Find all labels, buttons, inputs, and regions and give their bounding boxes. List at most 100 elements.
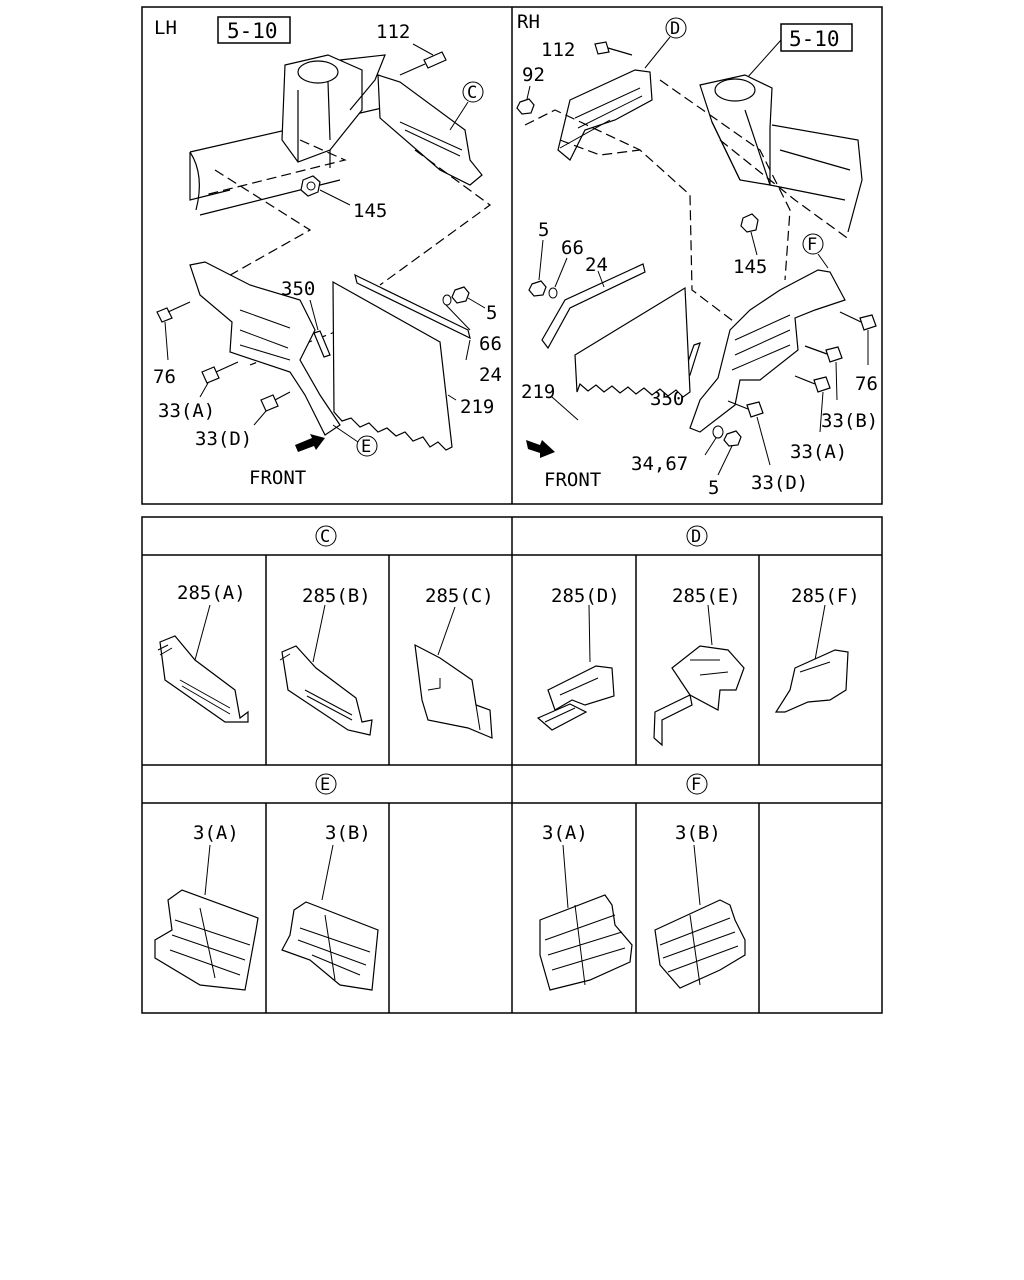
lh-leader-5 xyxy=(467,297,486,309)
lh-callout-145: 145 xyxy=(353,200,387,222)
lh-leader-350 xyxy=(309,299,319,331)
rh-leader-5b xyxy=(717,445,733,476)
lh-tower-ring xyxy=(297,60,339,84)
rh-callout-145: 145 xyxy=(733,256,767,278)
lh-assy-line-3 xyxy=(379,149,492,286)
lh-callout-112: 112 xyxy=(376,21,410,43)
rh-bolt-33a xyxy=(794,375,831,393)
part-285f-label: 285(F) xyxy=(791,585,860,607)
part-285b-label: 285(B) xyxy=(302,585,371,607)
rh-bolt-76 xyxy=(839,311,877,331)
lh-callout-24: 24 xyxy=(479,364,502,386)
lh-leader-c xyxy=(449,101,469,131)
lh-callout-33d: 33(D) xyxy=(195,428,252,450)
rh-callout-33a: 33(A) xyxy=(790,441,847,463)
lh-leader-219 xyxy=(447,394,457,401)
lh-bracket-c xyxy=(377,74,483,186)
lh-front-arrow-icon xyxy=(295,434,325,452)
rh-assy-line-3 xyxy=(719,139,851,241)
lh-bracket-c-slot xyxy=(399,121,463,157)
rh-callout-5a: 5 xyxy=(538,219,549,241)
lh-assy-line-2 xyxy=(204,139,347,196)
lh-circle-e-label: E xyxy=(361,437,371,457)
lh-bolt-33a xyxy=(201,361,239,384)
part-285f-drawing xyxy=(774,604,849,713)
rh-assy-line-2 xyxy=(559,79,791,281)
rh-circle-f xyxy=(802,233,824,255)
lh-leader-33d xyxy=(253,410,267,426)
lh-nut-145 xyxy=(300,175,321,197)
lh-front-label: FRONT xyxy=(249,467,306,489)
detail-d-header: D xyxy=(686,525,708,547)
lh-washer-66 xyxy=(442,294,452,306)
lh-callout-5: 5 xyxy=(486,302,497,324)
lh-bolt-33d xyxy=(260,391,291,412)
part-285c-label: 285(C) xyxy=(425,585,494,607)
lh-leader-e xyxy=(332,424,359,443)
rh-stay-f-ribs xyxy=(731,314,791,371)
detail-c-header: C xyxy=(315,525,337,547)
lh-circle-c-label: C xyxy=(467,83,477,103)
rh-washer-66 xyxy=(548,287,558,299)
lh-stay-e xyxy=(189,261,341,436)
rh-leader-5a xyxy=(538,239,544,281)
lh-bolt-112 xyxy=(399,51,447,76)
part-3a-e-drawing xyxy=(154,844,259,991)
lh-ref-label: 5-10 xyxy=(227,19,278,43)
part-3b-e-drawing xyxy=(281,844,379,991)
lh-leader-112 xyxy=(412,43,434,56)
part-285d-label: 285(D) xyxy=(551,585,620,607)
rh-leader-33b xyxy=(835,361,838,401)
lh-circle-c xyxy=(462,81,484,103)
rh-nut-5-lower xyxy=(723,430,742,447)
lh-assy-line-1 xyxy=(214,169,312,279)
part-285c-drawing xyxy=(414,606,493,739)
detail-f-header-label: F xyxy=(691,775,701,795)
rh-callout-5b: 5 xyxy=(708,477,719,499)
part-285e-drawing xyxy=(653,604,745,747)
part-3b-f-drawing xyxy=(654,844,746,989)
part-285e-label: 285(E) xyxy=(672,585,741,607)
rh-leader-24 xyxy=(597,270,605,288)
rh-tower-edges xyxy=(711,109,771,186)
part-3b-f-label: 3(B) xyxy=(675,822,721,844)
detail-e-header: E xyxy=(315,773,337,795)
part-285d-drawing xyxy=(536,604,615,731)
rh-callout-112: 112 xyxy=(541,39,575,61)
lh-tower-edges xyxy=(297,81,331,162)
rh-tower-ring xyxy=(714,78,756,102)
rh-leader-33a xyxy=(819,391,824,433)
rh-leader-66 xyxy=(554,257,568,288)
rh-callout-33d: 33(D) xyxy=(751,472,808,494)
detail-grid xyxy=(141,516,883,1014)
rh-leader-145 xyxy=(750,231,758,256)
rh-strip-24 xyxy=(541,263,646,350)
rh-panel: RH 5-10 112 D 92 145 xyxy=(516,11,878,499)
rh-leader-3467 xyxy=(704,437,717,456)
lh-nut-5 xyxy=(451,286,470,304)
rh-callout-350: 350 xyxy=(650,388,684,410)
rh-stay-f xyxy=(689,269,846,433)
lh-callout-66: 66 xyxy=(479,333,502,355)
rh-mudflap-219 xyxy=(574,286,691,398)
lh-callout-33a: 33(A) xyxy=(158,400,215,422)
lh-leader-145 xyxy=(319,189,351,206)
rh-circle-d-label: D xyxy=(670,19,680,39)
lh-mudflap-219 xyxy=(332,280,453,451)
lh-strip-24 xyxy=(354,273,471,340)
lh-rail-end xyxy=(189,151,200,211)
detail-e-header-label: E xyxy=(320,775,330,795)
rh-leader-d xyxy=(644,36,671,69)
lh-callout-350: 350 xyxy=(281,278,315,300)
part-3a-e-label: 3(A) xyxy=(193,822,239,844)
lh-leader-66 xyxy=(445,304,471,331)
rh-circle-d xyxy=(665,17,687,39)
rh-front-label: FRONT xyxy=(544,469,601,491)
part-285a-drawing xyxy=(157,604,249,723)
lh-leader-24 xyxy=(465,339,471,361)
rh-circle-f-label: F xyxy=(807,235,817,255)
part-285a-label: 285(A) xyxy=(177,582,246,604)
rh-leader-219 xyxy=(551,396,579,421)
rh-callout-33b: 33(B) xyxy=(821,410,878,432)
